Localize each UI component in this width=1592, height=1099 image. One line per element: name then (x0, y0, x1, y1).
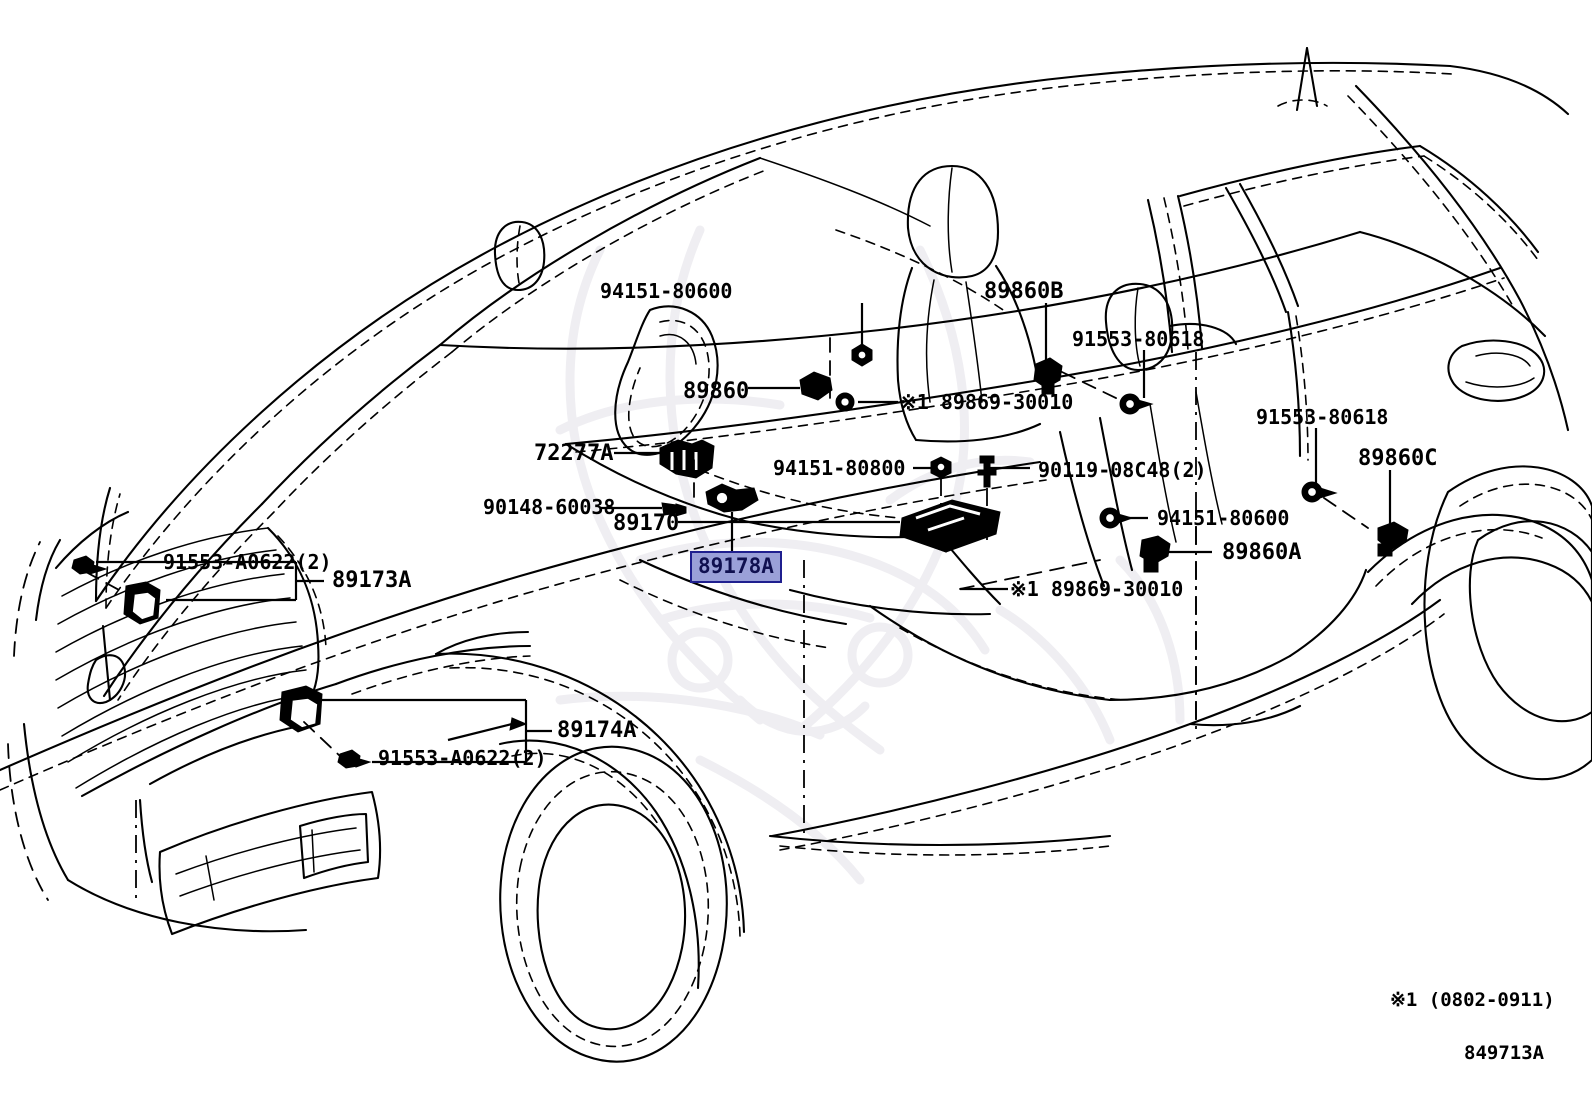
part-icon-sensor-89173A (123, 581, 161, 625)
part-icon-bolt-91553-A0622-upper (71, 555, 108, 575)
part-icon-ecu-89170 (899, 499, 1001, 553)
callout-label-91553-A0622-lower: 91553-A0622(2) (378, 746, 547, 770)
part-icon-bolt-94151-right (1099, 507, 1134, 529)
part-icon-nut-upper (851, 343, 873, 367)
part-icon-screw-90148 (661, 502, 687, 517)
part-icon-sensor-89860C (1377, 521, 1409, 557)
part-icon-sensor-89860 (799, 371, 833, 401)
callout-label-91553-A0622-upper: 91553-A0622(2) (163, 550, 332, 574)
part-icon-bracket-72277A (659, 439, 715, 479)
diagram-figure-number: 849713A (1464, 1042, 1545, 1064)
body-outline (0, 310, 1592, 1063)
footnote-date-range: ※1 (0802-0911) (1390, 989, 1555, 1011)
callout-label-94151-80800: 94151-80800 (773, 456, 906, 480)
front-end-outline (7, 510, 532, 936)
callout-label-91553-80618-right: 91553-80618 (1256, 405, 1389, 429)
callout-label-89860: 89860 (683, 379, 750, 404)
part-icon-sensor-89174A (279, 685, 323, 733)
callout-label-89170: 89170 (613, 511, 680, 536)
callout-label-94151-80600-right: 94151-80600 (1157, 506, 1290, 530)
roof-and-glass-outline (94, 46, 1570, 609)
interior-outline (493, 164, 1368, 856)
part-icon-sensor-89860B (1033, 357, 1063, 395)
leader-lines-and-parts (71, 303, 1409, 769)
part-icon-bolt-91553-mid (1119, 393, 1154, 415)
highlighted-part-label-89178A[interactable]: 89178A (690, 551, 782, 583)
part-icon-clip-89869-upper (835, 392, 855, 412)
part-icon-nut-94151-80800 (930, 456, 952, 479)
callout-label-90119-08C48: 90119-08C48(2) (1038, 458, 1207, 482)
callout-label-72277A: 72277A (534, 441, 614, 466)
callout-label-89174A: 89174A (557, 718, 637, 743)
callout-label-89860C: 89860C (1358, 446, 1438, 471)
callout-label-89869-30010-upper: ※1 89869-30010 (900, 390, 1074, 414)
part-icon-bolt-91553-A0622-lower (337, 749, 372, 769)
background-watermark (555, 225, 1185, 885)
callout-label-89860B: 89860B (984, 279, 1064, 304)
part-icon-sensor-89860A (1139, 535, 1171, 573)
callout-label-89173A: 89173A (332, 568, 412, 593)
callout-label-90148-60038: 90148-60038 (483, 495, 616, 519)
callout-label-91553-80618-mid: 91553-80618 (1072, 327, 1205, 351)
part-icon-bolt-91553-right (1301, 481, 1338, 503)
callout-label-89860A: 89860A (1222, 540, 1302, 565)
callout-label-94151-80600-upper: 94151-80600 (600, 279, 733, 303)
part-icon-sensor-89178A (705, 483, 759, 513)
callout-label-89869-30010-lower: ※1 89869-30010 (1010, 577, 1184, 601)
part-icon-bolt-90119 (977, 455, 997, 488)
